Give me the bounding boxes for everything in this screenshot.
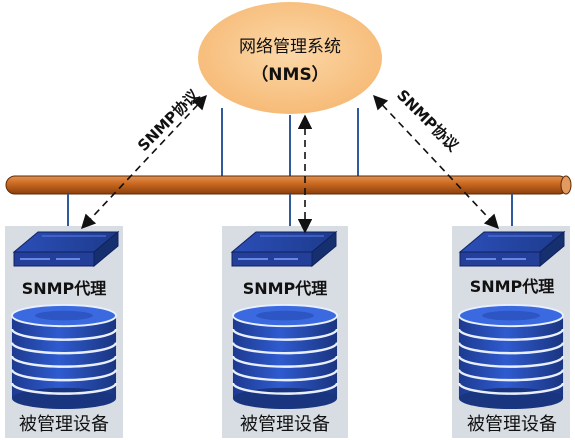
managed-node-right: SNMP代理 被管理设备 — [452, 226, 570, 438]
agent-label: SNMP代理 — [22, 279, 107, 298]
device-label: 被管理设备 — [240, 414, 330, 435]
device-label: 被管理设备 — [19, 414, 109, 435]
agent-label: SNMP代理 — [470, 277, 555, 296]
storage-icon — [10, 304, 118, 410]
nms-subtitle: （NMS） — [251, 64, 328, 85]
managed-node-left: SNMP代理 被管理设备 — [5, 226, 123, 438]
protocol-label-right: SNMP协议 — [393, 86, 462, 155]
protocol-label-left: SNMP协议 — [134, 85, 203, 154]
arrow-right — [373, 94, 499, 230]
arrow-left — [81, 94, 207, 230]
storage-icon — [231, 304, 339, 410]
storage-icon — [457, 304, 565, 410]
network-bus — [5, 175, 572, 195]
device-label: 被管理设备 — [467, 414, 557, 435]
nms-title: 网络管理系统 — [239, 37, 341, 57]
nms-node: 网络管理系统 （NMS） — [198, 2, 382, 114]
agent-label: SNMP代理 — [243, 279, 328, 298]
managed-node-center: SNMP代理 被管理设备 — [222, 226, 348, 438]
